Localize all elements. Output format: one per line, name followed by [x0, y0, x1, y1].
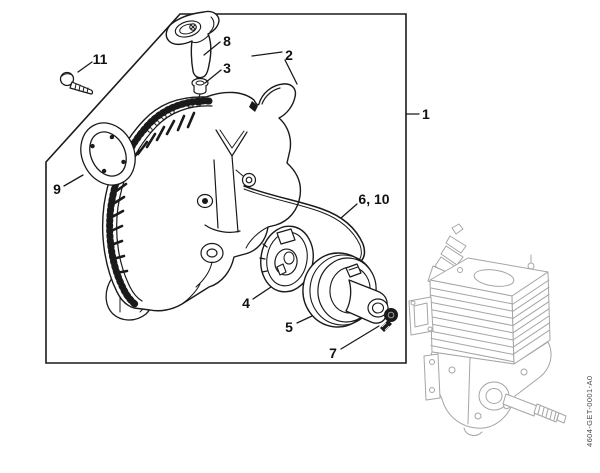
rope-rotor-part [259, 225, 314, 293]
screw-7-part [380, 308, 398, 332]
sealing-ring-part [80, 122, 136, 186]
leader-7 [340, 325, 380, 350]
frame-border [45, 13, 407, 364]
leader-9 [63, 174, 84, 187]
callout-11: 11 [93, 51, 108, 67]
doc-number: 4604-GET-0001-A0 [585, 376, 594, 447]
leader-2a [251, 51, 283, 57]
starter-grip-part [165, 10, 220, 79]
callout-leader-lines [63, 41, 420, 350]
callout-7: 7 [329, 345, 337, 361]
leader-3 [204, 69, 222, 84]
rope-bushing-part [191, 76, 209, 105]
leader-6-10 [340, 203, 358, 219]
callout-8: 8 [223, 33, 231, 49]
screw-11-part [59, 71, 94, 95]
fan-housing-part [101, 83, 302, 321]
leader-2b [284, 59, 298, 85]
leader-8 [203, 41, 221, 56]
starter-rope-part [243, 185, 366, 261]
starter-pulley-part [302, 252, 389, 328]
callout-4: 4 [242, 295, 250, 311]
callout-9: 9 [53, 181, 61, 197]
callout-3: 3 [223, 60, 231, 76]
leader-5 [296, 315, 313, 324]
engine-assembly [408, 223, 567, 436]
leader-11 [77, 61, 93, 73]
leader-4 [252, 286, 272, 300]
callout-labels: 1 2 3 4 5 6, 10 7 8 9 11 [53, 33, 430, 361]
callout-6-10: 6, 10 [358, 191, 389, 207]
callout-1: 1 [422, 106, 430, 122]
callout-5: 5 [285, 319, 293, 335]
callout-2: 2 [285, 47, 293, 63]
